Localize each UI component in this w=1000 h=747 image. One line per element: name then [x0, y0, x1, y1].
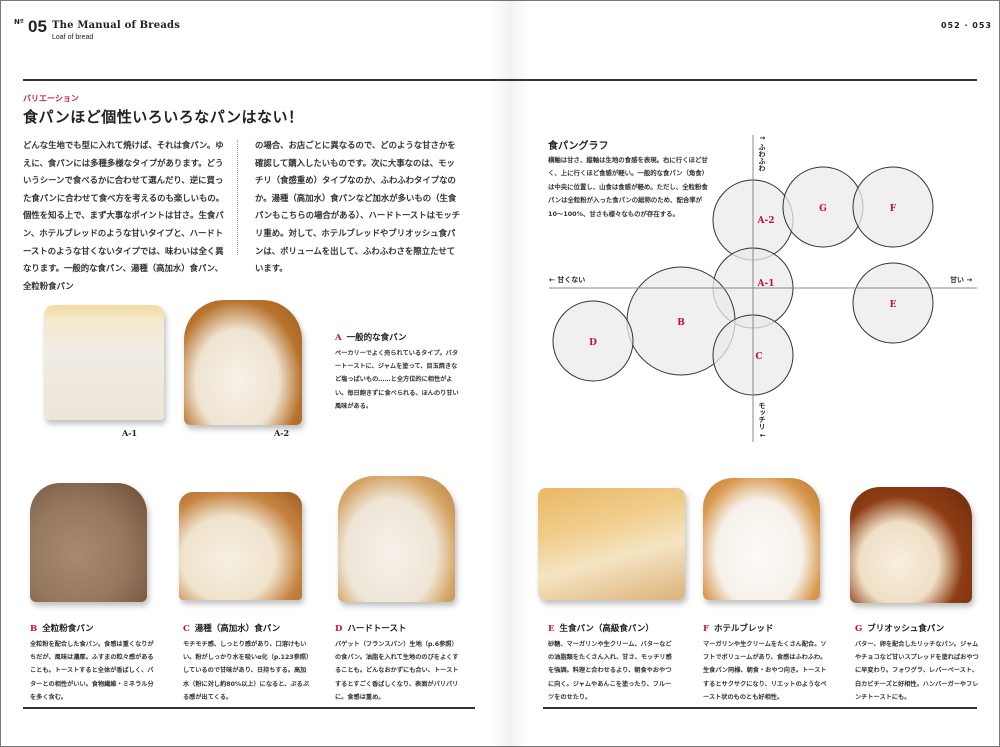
caption-g: G ブリオッシュ食パン バター、卵を配合したリッチなパン。ジャムやチョコなど甘いス… [855, 622, 983, 704]
top-rule [23, 79, 977, 81]
caption-d: D ハードトースト バゲット（フランスパン）生地（p.6参照）の食パン。油脂を入れ… [335, 622, 463, 704]
caption-a: A 一般的な食パン ベーカリーでよく売られているタイプ。バタートーストに、ジャムを… [335, 331, 463, 413]
caption-e: E 生食パン（高級食パン） 砂糖、マーガリンや生クリーム、バターなどの油脂類をたく… [548, 622, 676, 704]
kicker: バリエーション [23, 94, 79, 103]
caption-letter: F [703, 624, 710, 634]
caption-text: 砂糖、マーガリンや生クリーム、バターなどの油脂類をたくさん入れ、甘さ、モッチリ感… [548, 641, 672, 701]
axis-label-not-sweet: ← 甘くない [549, 276, 586, 284]
caption-title: ブリオッシュ食パン [867, 624, 945, 634]
bread-photo-e [538, 488, 685, 600]
graph-description: 横軸は甘さ、縦軸は生地の食感を表現。右に行くほど甘く、上に行くほど食感が軽い。一… [548, 156, 708, 218]
caption-letter: E [548, 624, 555, 634]
bread-photo-f [703, 478, 820, 600]
caption-c: C 湯種（高加水）食パン モチモチ感、しっとり感があり、口溶けもいい。粉がしっかり… [183, 622, 311, 704]
bread-photo-b [30, 483, 147, 602]
circle-e [852, 262, 934, 344]
caption-title: 湯種（高加水）食パン [194, 624, 281, 634]
label-d: D [589, 338, 597, 348]
caption-letter: B [30, 624, 38, 634]
bottom-rule-right [543, 707, 977, 709]
caption-letter: A [335, 333, 342, 343]
issue-number: 05 [28, 17, 47, 36]
magazine-title: The Manual of Breads [52, 20, 181, 31]
caption-title: 一般的な食パン [346, 333, 407, 343]
section-subtitle: Loaf of bread [52, 34, 94, 41]
circle-f [852, 166, 934, 248]
bread-photo-a1 [44, 305, 164, 420]
bread-photo-d [338, 476, 455, 602]
caption-text: ベーカリーでよく売られているタイプ。バタートーストに、ジャムを塗って、目玉焼きな… [335, 350, 459, 410]
caption-letter: C [183, 624, 190, 634]
label-b: B [677, 318, 685, 328]
body-column-1: どんな生地でも型に入れて焼けば、それは食パン。ゆえに、食パンには多種多様なタイプ… [23, 140, 225, 291]
caption-text: モチモチ感、しっとり感があり、口溶けもいい。粉がしっかり水を吸いα化（p.123… [183, 641, 310, 701]
axis-label-chewy: モッチリ ↓ [758, 402, 766, 439]
photo-label-a1: A-1 [122, 428, 138, 438]
circle-d [552, 300, 634, 382]
article-heading: 食パンほど個性いろいろなパンはない！ [23, 108, 304, 126]
caption-letter: D [335, 624, 343, 634]
caption-title: ハードトースト [347, 624, 407, 634]
bread-photo-g [850, 487, 972, 603]
label-a1: A-1 [757, 279, 775, 289]
bottom-rule-left [23, 707, 475, 709]
bread-photo-c [179, 492, 302, 600]
bread-photo-a2 [184, 300, 302, 425]
caption-title: 全粒粉食パン [42, 624, 94, 634]
caption-text: マーガリンや生クリームをたくさん配合。ソフトでボリュームがあり、食感はふわふわ。… [703, 641, 827, 701]
spine-shadow [490, 0, 530, 747]
issue-prefix: Nº [14, 18, 24, 26]
caption-text: バター、卵を配合したリッチなパン。ジャムやチョコなど甘いスプレッドを塗ればおやつ… [855, 641, 979, 701]
graph-title: 食パングラフ [548, 141, 609, 152]
caption-letter: G [855, 624, 863, 634]
bread-graph: A-2 A-1 G F E B D C [549, 135, 977, 442]
caption-text: 全粒粉を配合した食パン。食感は重くなりがちだが、風味は濃厚。ふすまの粒々感がある… [30, 641, 154, 701]
label-c: C [755, 352, 762, 362]
axis-label-fluffy: ↑ ふわふわ [758, 135, 766, 172]
caption-title: ホテルブレッド [714, 624, 774, 634]
caption-text: バゲット（フランスパン）生地（p.6参照）の食パン。油脂を入れて生地ののびをよく… [335, 641, 459, 701]
label-a2: A-2 [757, 216, 775, 226]
caption-title: 生食パン（高級食パン） [559, 624, 654, 634]
caption-f: F ホテルブレッド マーガリンや生クリームをたくさん配合。ソフトでボリュームがあり… [703, 622, 831, 704]
caption-b: B 全粒粉食パン 全粒粉を配合した食パン。食感は重くなりがちだが、風味は濃厚。ふす… [30, 622, 158, 704]
axis-label-sweet: 甘い → [950, 276, 973, 284]
label-f: F [890, 204, 897, 214]
photo-label-a2: A-2 [274, 428, 290, 438]
column-divider [237, 140, 238, 255]
page-numbers: 052 · 053 [940, 21, 992, 30]
label-e: E [890, 300, 897, 310]
label-g: G [819, 204, 827, 214]
body-column-2: の場合、お店ごとに異なるので、どのような甘さかを確認して購入したいものです。次に… [255, 140, 461, 274]
